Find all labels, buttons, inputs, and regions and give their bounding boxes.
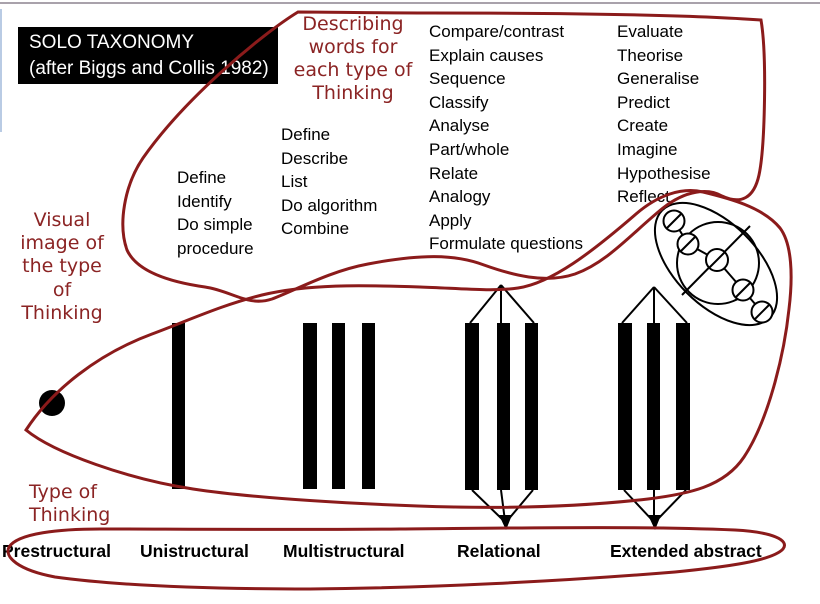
text-line: Thinking [21,301,103,324]
multistructural-bar-2 [332,323,345,489]
title-line-2: (after Biggs and Collis 1982) [29,58,269,79]
text-line: Thinking [312,82,394,104]
level-label-extended-abstract: Extended abstract [610,541,762,561]
text-line: Generalise [617,69,700,89]
text-line: Do algorithm [281,195,378,215]
extended-bottom-line-left [623,489,654,522]
text-line: Visual [33,209,91,231]
text-line: Imagine [617,139,678,159]
prestructural-dot-icon [39,390,65,416]
extended-abstract-structure-icon [618,286,690,530]
text-line: Reflect [617,187,670,207]
text-line: words for [308,36,398,58]
text-line: Classify [429,92,489,112]
text-line: List [281,172,308,192]
text-line: Define [281,125,331,144]
extended-arrow-down-icon [648,515,661,530]
extended-bar-3 [676,323,690,490]
levels-bubble-outline [6,526,786,591]
text-line: Predict [617,92,670,112]
orbit-node-5-slash [753,303,771,321]
text-line: image of [20,232,104,255]
text-line: the type [22,255,102,278]
relational-bar-1 [465,323,479,490]
text-line: each type of [293,59,413,81]
text-line: Evaluate [617,22,684,41]
relational-top-line-right [500,284,535,324]
text-line: Hypothesise [617,163,711,183]
relational-structure-icon [465,284,538,530]
orbit-node-1-slash [665,212,683,230]
extended-top-line-left [621,286,655,324]
text-line: Sequence [429,69,506,89]
text-line: Thinking [29,504,111,526]
text-line: Type of [29,481,97,503]
extended-top-line-right [653,286,688,324]
relational-bar-2 [497,323,510,490]
level-label-multistructural: Multistructural [283,541,405,561]
text-line: Describing [302,13,404,35]
text-line: Create [617,116,669,136]
text-line: procedure [177,238,254,258]
text-line: Part/whole [429,139,510,159]
extended-bar-2 [647,323,660,490]
orbit-node-4-slash [734,281,752,299]
title-line-1: SOLO TAXONOMY [29,32,195,53]
describing-words-loop-outline [121,10,767,303]
multistructural-bar-1 [303,323,317,489]
orbit-node-3-slash [708,251,726,269]
text-line: Do simple [177,215,253,235]
multistructural-bars-icon [303,323,375,489]
visual-images-loop-outline [24,189,793,509]
level-label-unistructural: Unistructural [140,541,249,561]
text-line: Identify [177,191,232,211]
text-line: Apply [429,210,472,230]
orbit-inner-circle [676,221,760,305]
text-line: Relate [429,163,479,183]
extended-abstract-orbit-icon [653,201,779,327]
multistructural-bar-3 [362,323,375,489]
relational-bar-3 [525,323,538,490]
relational-top-line-left [469,284,502,324]
orbit-node-2-slash [679,235,697,253]
extended-bottom-line-right [655,489,687,522]
text-line: Analogy [429,187,491,207]
text-line: Combine [281,219,350,239]
text-line: Compare/contrast [429,22,565,41]
levels-row: Prestructural Unistructural Multistructu… [0,541,820,565]
text-line: Theorise [617,45,684,65]
text-line: Formulate questions [429,234,584,254]
relational-bottom-line-left [471,489,505,522]
text-line: Explain causes [429,45,544,65]
level-label-relational: Relational [457,541,541,561]
extended-bar-1 [618,323,632,490]
level-label-prestructural: Prestructural [2,541,111,561]
text-line: of [52,278,72,301]
text-line: Describe [281,148,349,168]
text-line: Define [177,168,227,187]
text-line: Analyse [429,116,490,136]
relational-arrow-down-icon [499,515,512,530]
title-box: SOLO TAXONOMY (after Biggs and Collis 19… [18,27,278,84]
unistructural-bar-icon [172,323,185,489]
